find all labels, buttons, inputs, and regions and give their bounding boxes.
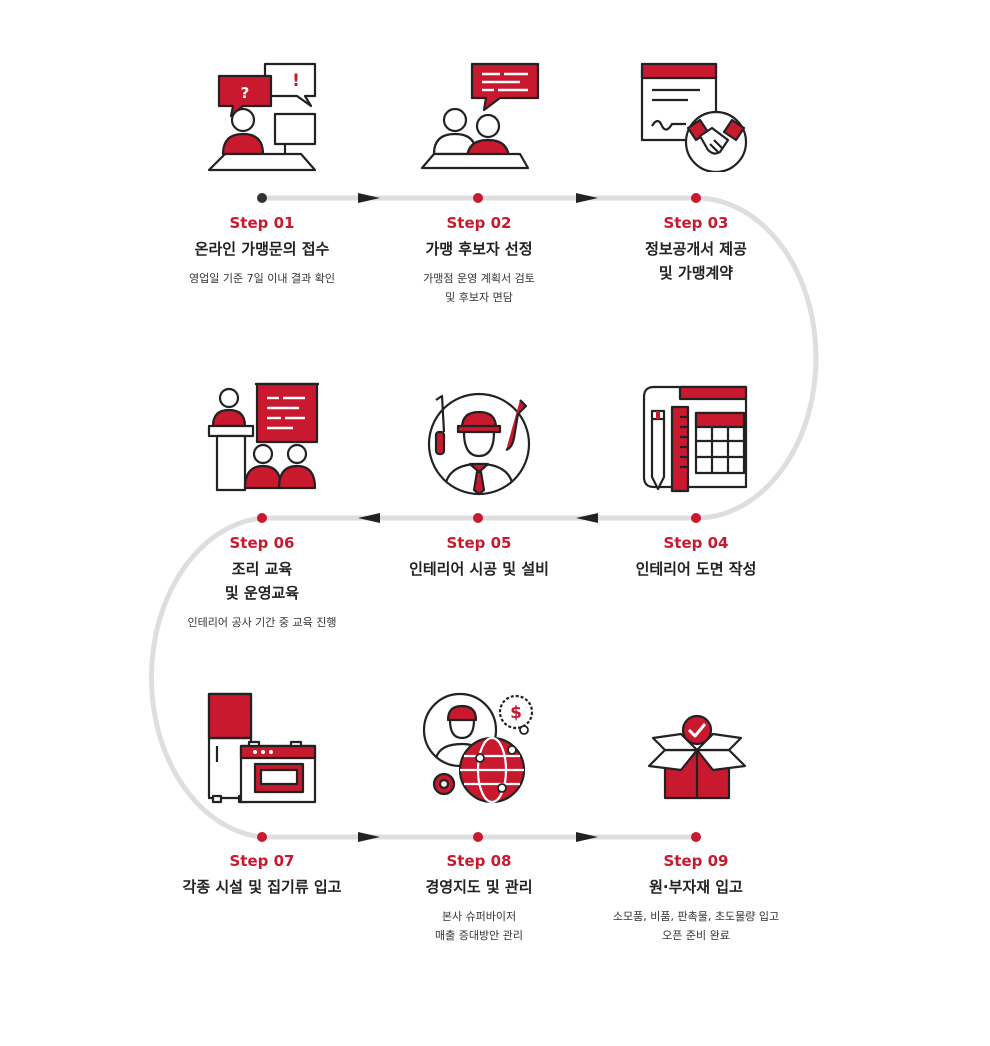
step-dot-01 [257, 193, 267, 203]
step-label: Step 06 [229, 534, 295, 552]
arrow-right-icon [358, 832, 380, 842]
kitchen-equipment-icon [207, 692, 317, 804]
training-lecture-icon [207, 382, 319, 492]
step-label: Step 08 [446, 852, 512, 870]
step-dot-04 [691, 513, 701, 523]
step-title: 온라인 가맹문의 접수 [194, 240, 330, 258]
step-dot-06 [257, 513, 267, 523]
step-title: 가맹 후보자 선정 [425, 240, 533, 258]
svg-text:!: ! [292, 71, 300, 91]
supply-box-icon [647, 714, 747, 800]
management-global-icon: $ [422, 692, 534, 804]
inquiry-chat-icon: ? ! [207, 62, 317, 172]
arrow-right-icon [358, 193, 380, 203]
step-label: Step 05 [446, 534, 512, 552]
step-label: Step 09 [663, 852, 729, 870]
step-desc: 가맹점 운영 계획서 검토 및 후보자 면담 [423, 272, 535, 304]
arrow-right-icon [576, 832, 598, 842]
step-title: 조리 교육 및 운영교육 [224, 560, 300, 602]
step-title: 원·부자재 입고 [649, 878, 743, 896]
step-title: 각종 시설 및 집기류 입고 [182, 878, 342, 896]
step-dot-02 [473, 193, 483, 203]
step-01: Step 01 온라인 가맹문의 접수 영업일 기준 7일 이내 결과 확인 [152, 213, 372, 288]
step-desc: 영업일 기준 7일 이내 결과 확인 [189, 272, 335, 285]
step-label: Step 07 [229, 852, 295, 870]
step-title: 인테리어 도면 작성 [635, 560, 757, 578]
step-dot-07 [257, 832, 267, 842]
blueprint-drawing-icon [642, 385, 748, 493]
contract-handshake-icon [640, 62, 748, 172]
step-dot-09 [691, 832, 701, 842]
step-title: 경영지도 및 관리 [425, 878, 533, 896]
construction-worker-icon [427, 392, 531, 496]
step-09: Step 09 원·부자재 입고 소모품, 비품, 판촉물, 초도물량 입고 오… [586, 851, 806, 945]
step-08: Step 08 경영지도 및 관리 본사 슈퍼바이저 매출 증대방안 관리 [369, 851, 589, 945]
step-desc: 인테리어 공사 기간 중 교육 진행 [187, 616, 337, 629]
step-03: Step 03 정보공개서 제공 및 가맹계약 [586, 213, 806, 285]
step-06: Step 06 조리 교육 및 운영교육 인테리어 공사 기간 중 교육 진행 [152, 533, 372, 632]
step-dot-05 [473, 513, 483, 523]
step-title: 정보공개서 제공 및 가맹계약 [645, 240, 747, 282]
svg-text:$: $ [510, 703, 522, 723]
step-02: Step 02 가맹 후보자 선정 가맹점 운영 계획서 검토 및 후보자 면담 [369, 213, 589, 307]
step-label: Step 04 [663, 534, 729, 552]
step-dot-03 [691, 193, 701, 203]
candidate-interview-icon [420, 62, 540, 170]
step-dot-08 [473, 832, 483, 842]
step-07: Step 07 각종 시설 및 집기류 입고 [152, 851, 372, 899]
step-desc: 본사 슈퍼바이저 매출 증대방안 관리 [435, 910, 523, 942]
step-05: Step 05 인테리어 시공 및 설비 [369, 533, 589, 581]
step-label: Step 02 [446, 214, 512, 232]
arrow-left-icon [576, 513, 598, 523]
step-label: Step 01 [229, 214, 295, 232]
step-04: Step 04 인테리어 도면 작성 [586, 533, 806, 581]
step-desc: 소모품, 비품, 판촉물, 초도물량 입고 오픈 준비 완료 [612, 910, 780, 942]
arrow-left-icon [358, 513, 380, 523]
svg-text:?: ? [241, 84, 250, 102]
arrow-right-icon [576, 193, 598, 203]
step-title: 인테리어 시공 및 설비 [409, 560, 549, 578]
step-label: Step 03 [663, 214, 729, 232]
